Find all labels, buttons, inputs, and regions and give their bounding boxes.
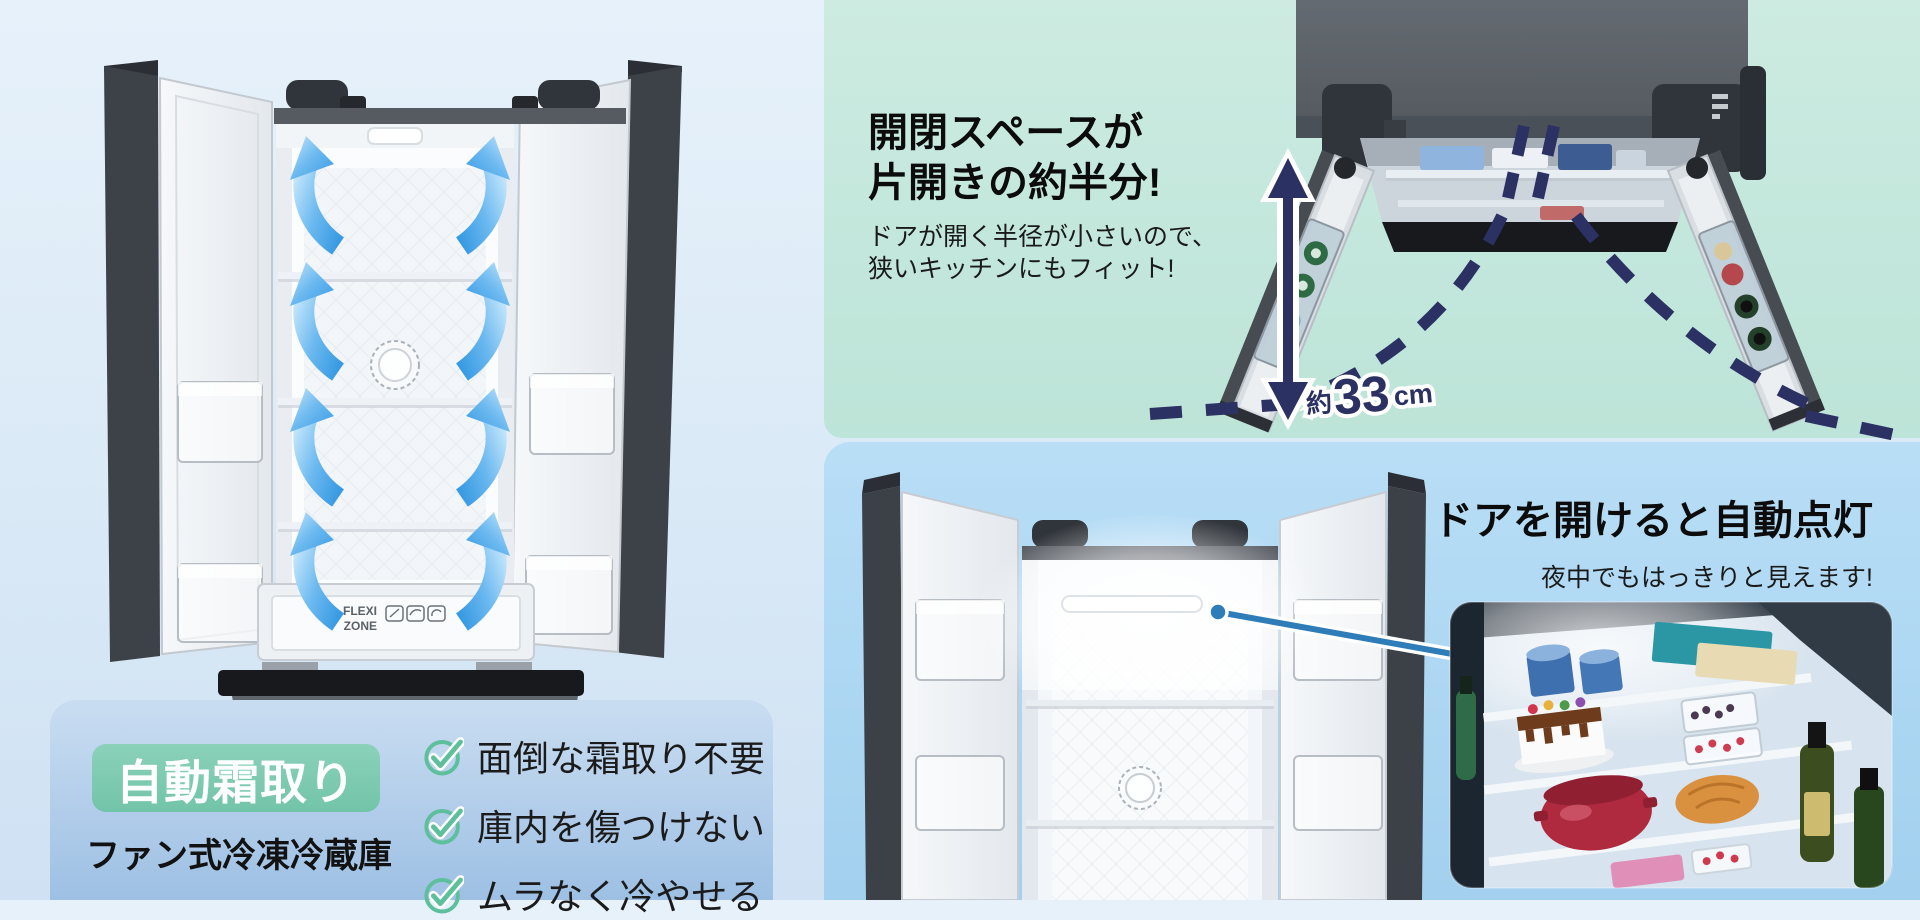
list-item: 面倒な霜取り不要 — [422, 730, 765, 782]
defrost-feature-panel: 自動霜取り ファン式冷凍冷蔵庫 面倒な霜取り不要 庫内を傷つけない — [50, 700, 773, 917]
check-circle-icon — [424, 806, 464, 845]
flexi-label-line1: FLEXI — [343, 604, 377, 618]
auto-defrost-badge: 自動霜取り — [92, 744, 380, 812]
section-heading-line2: 片開きの約半分! — [868, 161, 1162, 205]
check-circle-icon — [424, 875, 464, 914]
benefit-text: ムラなく冷やせる — [477, 876, 764, 917]
benefit-text: 面倒な霜取り不要 — [477, 738, 766, 779]
section-sub-line1: ドアが開く半径が小さいので、 — [868, 223, 1218, 251]
section-sub-line2: 狭いキッチンにもフィット! — [868, 255, 1175, 283]
benefit-text: 庫内を傷つけない — [477, 807, 766, 848]
fridge-front-illustration: FLEXI ZONE — [104, 60, 682, 754]
airflow-arrow-icon — [290, 262, 345, 381]
flexi-zone-drawer: FLEXI ZONE — [257, 583, 535, 661]
list-item: 庫内を傷つけない — [422, 799, 765, 851]
check-circle-icon — [424, 737, 464, 776]
circulation-fan-icon — [370, 340, 420, 390]
benefit-checklist: 面倒な霜取り不要 庫内を傷つけない ムラなく冷やせる — [422, 730, 765, 920]
fan-type-subtitle: ファン式冷凍冷蔵庫 — [86, 837, 392, 875]
section-heading-line1: 開閉スペースが — [868, 111, 1144, 155]
auto-light-text-block: ドアを開けると自動点灯 夜中でもはっきりと見えます! — [1433, 488, 1873, 594]
list-item: ムラなく冷やせる — [422, 868, 765, 920]
airflow-arrow-icon — [455, 262, 510, 381]
airflow-arrow-icon — [290, 388, 345, 507]
flexi-label-line2: ZONE — [344, 619, 377, 633]
airflow-arrows — [290, 136, 510, 631]
door-space-text-block: 開閉スペースが 片開きの約半分! ドアが開く半径が小さいので、 狭いキッチンにも… — [868, 108, 1217, 285]
airflow-arrow-icon — [455, 512, 510, 631]
airflow-arrow-icon — [290, 512, 345, 631]
fridge-shelves — [278, 272, 512, 532]
airflow-arrow-icon — [455, 388, 510, 507]
airflow-arrow-icon — [290, 136, 345, 255]
airflow-arrow-icon — [455, 136, 510, 255]
auto-light-heading: ドアを開けると自動点灯 — [1433, 499, 1873, 543]
auto-light-subheading: 夜中でもはっきりと見えます! — [1541, 564, 1873, 592]
drawer-mode-icons — [385, 605, 446, 622]
